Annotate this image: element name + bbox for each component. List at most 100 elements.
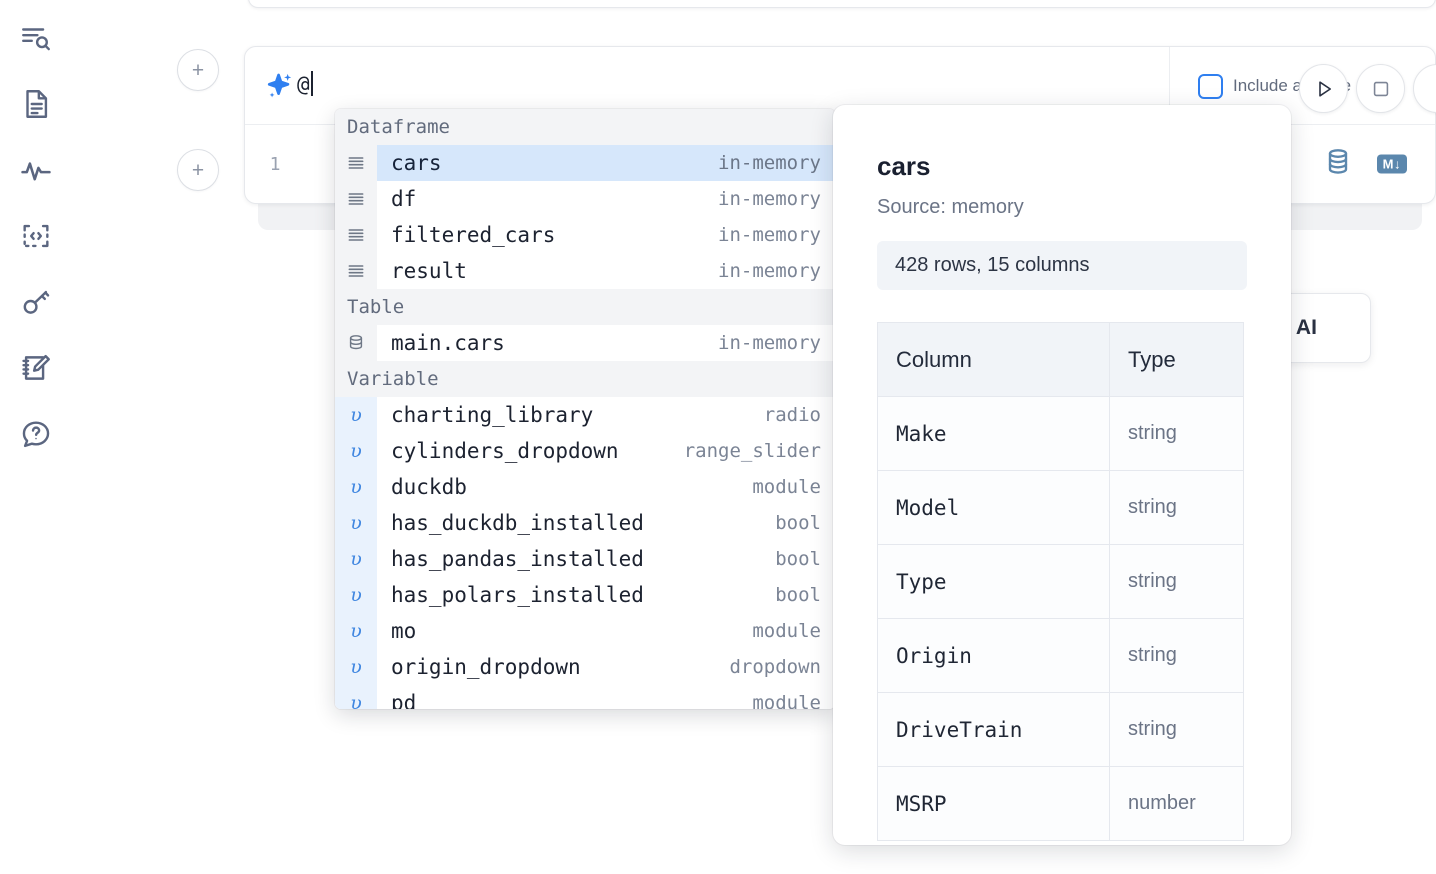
schema-column-type: string — [1109, 396, 1244, 471]
autocomplete-item[interactable]: result in-memory — [335, 253, 835, 289]
schema-column-name: Make — [877, 396, 1110, 471]
dataframe-rows-icon — [335, 181, 377, 217]
document-icon[interactable] — [14, 82, 58, 126]
variable-upsilon-icon: υ — [335, 541, 377, 577]
ai-prompt-input[interactable]: @ — [297, 47, 1435, 96]
markdown-badge-icon[interactable]: M↓ — [1376, 154, 1407, 174]
variable-upsilon-icon: υ — [335, 469, 377, 505]
autocomplete-item[interactable]: df in-memory — [335, 181, 835, 217]
left-icon-rail — [0, 0, 72, 874]
variable-upsilon-icon: υ — [335, 649, 377, 685]
preview-source: Source: memory — [877, 196, 1024, 218]
run-cell-button[interactable] — [1299, 64, 1348, 113]
variable-upsilon-icon: υ — [335, 505, 377, 541]
autocomplete-group-header: Variable — [335, 361, 835, 397]
explore-search-icon[interactable] — [14, 16, 58, 60]
variable-upsilon-icon: υ — [335, 397, 377, 433]
dataframe-rows-icon — [335, 253, 377, 289]
variable-upsilon-icon: υ — [335, 613, 377, 649]
ai-sparkle-icon — [263, 69, 297, 103]
cell-action-icons: M↓ — [1323, 147, 1407, 182]
dataframe-rows-icon — [335, 217, 377, 253]
autocomplete-item[interactable]: υ has_duckdb_installed bool — [335, 505, 835, 541]
autocomplete-item-type: module — [752, 476, 821, 498]
add-cell-label: + — [191, 58, 205, 82]
autocomplete-item-type: in-memory — [718, 332, 821, 354]
autocomplete-item-label: has_polars_installed — [391, 583, 644, 607]
schema-column-type: string — [1109, 470, 1244, 545]
autocomplete-item-label: has_duckdb_installed — [391, 511, 644, 535]
add-cell-label: + — [191, 158, 205, 182]
autocomplete-item[interactable]: cars in-memory — [335, 145, 835, 181]
autocomplete-item-label: result — [391, 259, 467, 283]
code-snippet-icon[interactable] — [14, 214, 58, 258]
autocomplete-item-type: in-memory — [718, 224, 821, 246]
autocomplete-item[interactable]: υ has_polars_installed bool — [335, 577, 835, 613]
autocomplete-item-type: bool — [775, 512, 821, 534]
stop-cell-button[interactable] — [1356, 64, 1405, 113]
add-cell-button-bottom[interactable]: + — [177, 149, 219, 191]
add-cell-button-top[interactable]: + — [177, 49, 219, 91]
autocomplete-item-label: filtered_cars — [391, 223, 556, 247]
schema-column-type: string — [1109, 544, 1244, 619]
autocomplete-item-label: has_pandas_installed — [391, 547, 644, 571]
line-number: 1 — [269, 153, 281, 175]
autocomplete-item-type: bool — [775, 584, 821, 606]
cell-run-controls — [1299, 64, 1436, 113]
code-editor-row[interactable]: 1 M↓ — [245, 125, 1435, 203]
autocomplete-item-type: in-memory — [718, 188, 821, 210]
autocomplete-item-type: in-memory — [718, 260, 821, 282]
scratchpad-edit-icon[interactable] — [14, 346, 58, 390]
autocomplete-item[interactable]: filtered_cars in-memory — [335, 217, 835, 253]
more-actions-button[interactable] — [1413, 64, 1436, 113]
dataframe-rows-icon — [335, 145, 377, 181]
variable-upsilon-icon: υ — [335, 577, 377, 613]
variable-upsilon-icon: υ — [335, 433, 377, 469]
autocomplete-group-header: Table — [335, 289, 835, 325]
autocomplete-item-label: pd — [391, 691, 417, 709]
schema-column-name: DriveTrain — [877, 692, 1110, 767]
schema-column-type: number — [1109, 766, 1244, 841]
activity-pulse-icon[interactable] — [14, 148, 58, 192]
dataframe-preview-panel: cars Source: memory 428 rows, 15 columns… — [833, 105, 1291, 845]
text-caret — [310, 71, 313, 96]
autocomplete-item-label: origin_dropdown — [391, 655, 581, 679]
variable-upsilon-icon: υ — [335, 685, 377, 709]
autocomplete-item[interactable]: υ has_pandas_installed bool — [335, 541, 835, 577]
autocomplete-item-type: module — [752, 620, 821, 642]
schema-column-name: Type — [877, 544, 1110, 619]
schema-column-type: string — [1109, 618, 1244, 693]
schema-column-type: string — [1109, 692, 1244, 767]
autocomplete-item-type: bool — [775, 548, 821, 570]
key-icon[interactable] — [14, 280, 58, 324]
schema-column-name: Origin — [877, 618, 1110, 693]
autocomplete-item-label: df — [391, 187, 417, 211]
preview-stats-badge: 428 rows, 15 columns — [877, 241, 1247, 290]
column-header-column: Column — [877, 322, 1110, 397]
checkbox-box-icon[interactable] — [1198, 73, 1223, 99]
autocomplete-group-header: Dataframe — [335, 109, 835, 145]
ai-prompt-value: @ — [297, 72, 310, 96]
autocomplete-item-type: in-memory — [718, 152, 821, 174]
autocomplete-item-type: radio — [763, 404, 821, 426]
database-icon[interactable] — [1323, 147, 1353, 182]
autocomplete-item-label: cars — [391, 151, 442, 175]
autocomplete-item-label: mo — [391, 619, 417, 643]
help-chat-icon[interactable] — [14, 412, 58, 456]
column-header-type: Type — [1109, 322, 1244, 397]
